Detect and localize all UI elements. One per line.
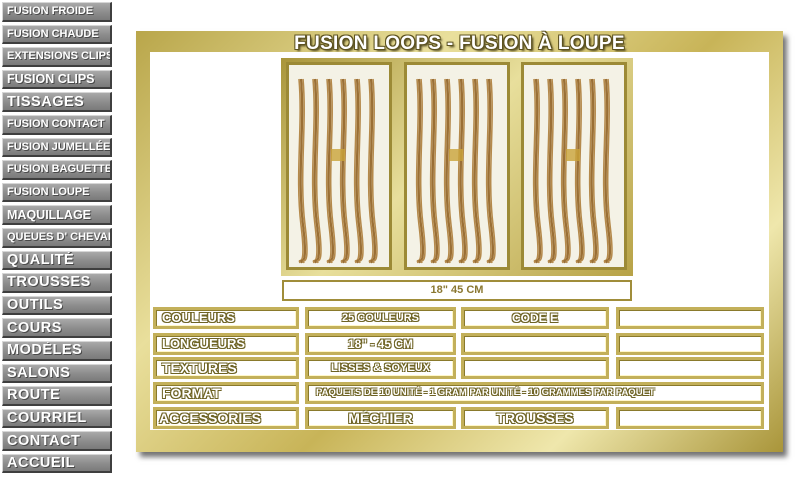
hair-strand	[445, 78, 453, 264]
nav-button-fusion-froide[interactable]: FUSION FROIDE	[2, 2, 112, 22]
hair-strand	[417, 78, 425, 264]
nav-button-fusion-contact[interactable]: FUSION CONTACT	[2, 114, 112, 135]
hair-strand	[564, 78, 571, 264]
hair-strand	[487, 78, 495, 264]
nav-button-fusion-chaude[interactable]: FUSION CHAUDE	[2, 24, 112, 45]
brand-logo-icon	[331, 149, 345, 161]
hair-strand	[536, 78, 543, 264]
hair-strands-image	[415, 78, 496, 264]
nav-button-queues-d-cheval[interactable]: QUEUES D' CHEVAL	[2, 227, 112, 248]
nav-button-trousses[interactable]: TROUSSES	[2, 273, 112, 293]
hair-strand	[315, 78, 322, 264]
empty-cell	[616, 357, 764, 379]
hair-strand	[419, 78, 426, 264]
accessories-label: ACCESSORIES	[153, 407, 299, 429]
nav-button-maquillage[interactable]: MAQUILLAGE	[2, 205, 112, 225]
hair-strand	[576, 78, 584, 264]
mechier-link[interactable]: MÉCHIER	[305, 407, 456, 429]
empty-cell	[616, 407, 764, 429]
hair-photo-3	[521, 62, 627, 270]
empty-cell	[461, 333, 609, 355]
hair-strand	[606, 78, 613, 264]
hair-strand	[461, 78, 468, 264]
hair-strand	[447, 78, 454, 264]
hair-strand	[341, 78, 349, 264]
hair-strand	[433, 78, 440, 264]
hair-strand	[604, 78, 612, 264]
textures-label: TEXTURES	[153, 357, 299, 379]
product-panel: FUSION LOOPS - FUSION À LOUPE 18" 45 CM …	[136, 31, 783, 452]
nav-button-cours[interactable]: COURS	[2, 318, 112, 338]
hair-strand	[343, 78, 350, 264]
textures-value: LISSES & SOYEUX	[305, 357, 456, 379]
empty-cell	[616, 333, 764, 355]
hair-strand	[548, 78, 556, 264]
size-label: 18" 45 CM	[282, 280, 632, 301]
hair-strand	[590, 78, 598, 264]
hair-strand	[475, 78, 482, 264]
longueurs-value: 18" - 45 CM	[305, 333, 456, 355]
nav-button-tissages[interactable]: TISSAGES	[2, 92, 112, 112]
nav-button-fusion-baguette[interactable]: FUSION BAGUETTE	[2, 160, 112, 180]
hair-strand	[301, 78, 308, 264]
hair-photo-1	[286, 62, 392, 270]
product-photos	[281, 58, 633, 276]
hair-strands-image	[532, 78, 613, 264]
nav-button-fusion-loupe[interactable]: FUSION LOUPE	[2, 182, 112, 203]
panel-title: FUSION LOOPS - FUSION À LOUPE	[294, 33, 625, 54]
nav-button-extensions-clips[interactable]: EXTENSIONS CLIPS	[2, 47, 112, 67]
format-label: FORMAT	[153, 382, 299, 404]
panel-content: 18" 45 CM COULEURS 25 COULEURS CODE E LO…	[150, 52, 769, 430]
nav-button-outils[interactable]: OUTILS	[2, 295, 112, 316]
hair-strand	[355, 78, 363, 264]
hair-strand	[299, 78, 307, 264]
empty-cell	[616, 307, 764, 329]
hair-strand	[489, 78, 496, 264]
trousses-link[interactable]: TROUSSES	[461, 407, 609, 429]
nav-button-accueil[interactable]: ACCUEIL	[2, 453, 112, 474]
code-value: CODE E	[461, 307, 609, 329]
longueurs-label: LONGUEURS	[153, 333, 299, 355]
hair-strand	[473, 78, 481, 264]
nav-button-qualit[interactable]: QUALITÉ	[2, 250, 112, 271]
nav-button-courriel[interactable]: COURRIEL	[2, 408, 112, 429]
hair-strands-image	[297, 78, 378, 264]
hair-strand	[562, 78, 570, 264]
hair-strand	[592, 78, 599, 264]
nav-button-contact[interactable]: CONTACT	[2, 431, 112, 451]
hair-strand	[534, 78, 542, 264]
hair-photo-2	[404, 62, 510, 270]
nav-button-fusion-jumell-e[interactable]: FUSION JUMELLÉE	[2, 137, 112, 158]
hair-strand	[431, 78, 439, 264]
brand-logo-icon	[566, 149, 580, 161]
nav-button-mod-les[interactable]: MODÈLES	[2, 340, 112, 361]
hair-strand	[313, 78, 321, 264]
hair-strand	[371, 78, 378, 264]
hair-strand	[329, 78, 336, 264]
hair-strand	[459, 78, 467, 264]
hair-strand	[369, 78, 377, 264]
nav-button-fusion-clips[interactable]: FUSION CLIPS	[2, 69, 112, 90]
brand-logo-icon	[449, 149, 463, 161]
hair-strand	[327, 78, 335, 264]
hair-strand	[578, 78, 585, 264]
nav-button-salons[interactable]: SALONS	[2, 363, 112, 384]
empty-cell	[461, 357, 609, 379]
nav-button-route[interactable]: ROUTE	[2, 386, 112, 406]
hair-strand	[357, 78, 364, 264]
couleurs-value: 25 COULEURS	[305, 307, 456, 329]
couleurs-label: COULEURS	[153, 307, 299, 329]
format-value: PAQUETS DE 10 UNITÉ - 1 GRAM PAR UNITÉ -…	[305, 382, 764, 404]
hair-strand	[550, 78, 557, 264]
